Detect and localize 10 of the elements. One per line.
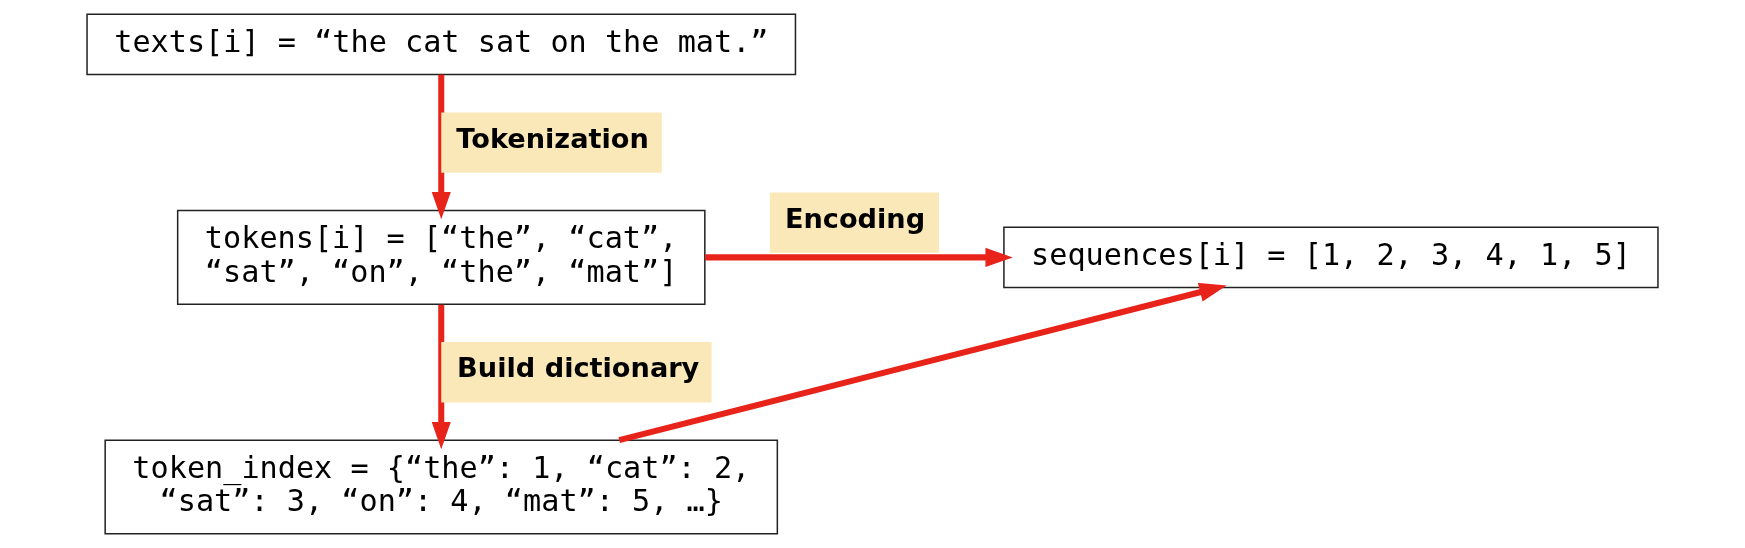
node-box: token_index = {“the”: 1, “cat”: 2, “sat”: 3, “on”: 4, “mat”: 5, …} [104, 439, 779, 535]
arrow [705, 247, 1013, 267]
node-box: tokens[i] = [“the”, “cat”, “sat”, “on”, “the”, “mat”] [176, 209, 706, 305]
edge-label: Encoding [784, 202, 926, 234]
edge-label: Build dictionary [457, 352, 700, 384]
arrow [431, 74, 451, 220]
edge-label: Tokenization [456, 122, 649, 154]
node-box: sequences[i] = [1, 2, 3, 4, 1, 5] [1003, 226, 1659, 289]
arrow [431, 304, 451, 450]
node-box: texts[i] = “the cat sat on the mat.” [86, 13, 797, 76]
